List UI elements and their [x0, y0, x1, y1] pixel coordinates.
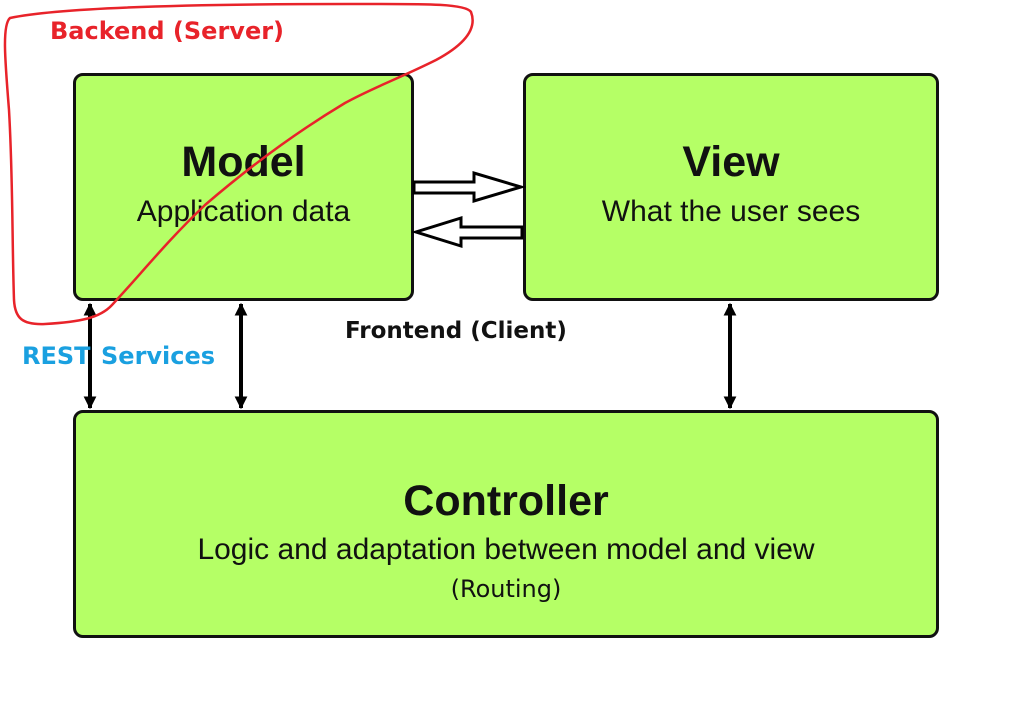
controller-note: (Routing) — [450, 575, 562, 603]
view-subtitle: What the user sees — [601, 195, 861, 228]
model-box: Model Application data — [73, 73, 414, 301]
model-to-view-arrow — [412, 170, 527, 204]
model-title: Model — [181, 138, 306, 186]
model-subtitle: Application data — [136, 195, 351, 228]
frontend-label: Frontend (Client) — [345, 318, 567, 344]
controller-box: Controller Logic and adaptation between … — [73, 410, 939, 638]
view-to-model-arrow — [410, 215, 524, 249]
controller-title: Controller — [403, 477, 609, 525]
services-label: Services — [101, 342, 216, 370]
backend-label: Backend (Server) — [50, 17, 285, 45]
view-box: View What the user sees — [523, 73, 939, 301]
backend-boundary-outline — [3, 2, 474, 326]
controller-subtitle: Logic and adaptation between model and v… — [197, 533, 815, 566]
view-title: View — [682, 138, 780, 186]
rest-label: REST — [22, 342, 91, 370]
